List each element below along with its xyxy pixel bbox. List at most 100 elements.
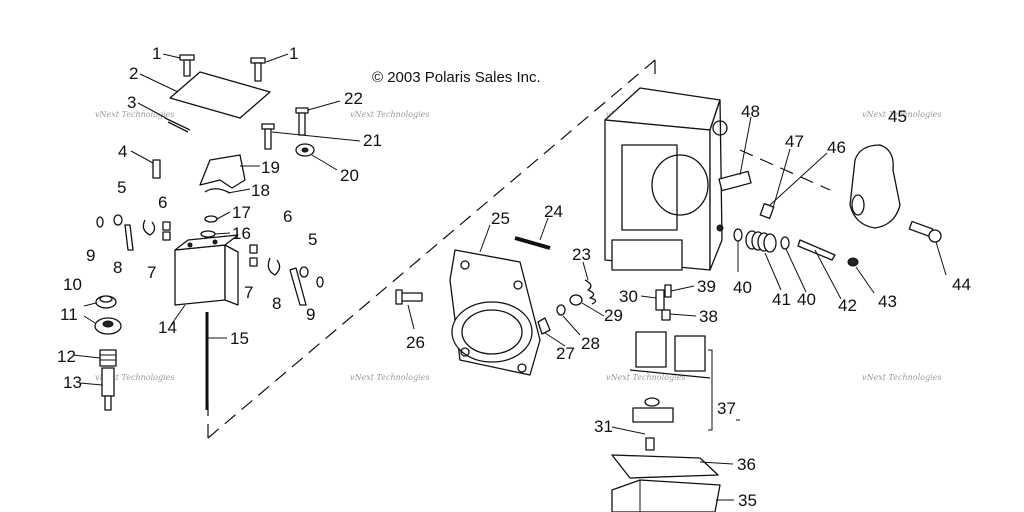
float-assembly-37	[629, 331, 711, 423]
screw-1b	[250, 57, 266, 82]
carb-body	[604, 87, 728, 271]
callout-label: 4	[118, 142, 127, 161]
cap-43	[847, 257, 859, 267]
callout-label: 1	[289, 44, 298, 63]
gasket-36	[611, 454, 719, 479]
callout-label: 3	[127, 93, 136, 112]
callout-label: 7	[244, 283, 253, 302]
callout-label: 45	[888, 107, 907, 126]
screw-1a	[179, 54, 195, 77]
nut-20	[295, 143, 315, 157]
callout-label: 6	[283, 207, 292, 226]
throttle-slide-14	[174, 234, 239, 306]
seal-47	[716, 224, 724, 232]
callout-label: 46	[827, 138, 846, 157]
callout-label: 23	[572, 245, 591, 264]
watermark: vNext Technologies	[606, 373, 685, 382]
watermark: vNext Technologies	[350, 110, 429, 119]
spacer-25	[449, 249, 541, 376]
screw-42	[797, 239, 836, 261]
callout-label: 27	[556, 344, 575, 363]
callout-label: 35	[738, 491, 757, 510]
callout-label: 28	[581, 334, 600, 353]
callout-label: 10	[63, 275, 82, 294]
callout-label: 9	[86, 246, 95, 265]
spring-stack-40-41	[733, 228, 790, 253]
cover-plate	[169, 71, 271, 119]
callout-label: 17	[232, 203, 251, 222]
screw-27	[537, 317, 551, 335]
callout-label: 39	[697, 277, 716, 296]
callout-label: 38	[699, 307, 718, 326]
gasket	[164, 117, 191, 133]
screw-4	[152, 159, 161, 179]
callout-label: 47	[785, 132, 804, 151]
washer-29	[569, 294, 583, 306]
callout-label: 1	[152, 44, 161, 63]
part-46	[759, 203, 775, 219]
callout-label: 48	[741, 102, 760, 121]
leader-lines	[72, 53, 947, 501]
watermark: vNext Technologies	[95, 373, 174, 382]
bracket-19	[199, 154, 246, 189]
choke-housing-45	[849, 144, 901, 229]
watermark: vNext Technologies	[862, 110, 941, 119]
callout-label: 44	[952, 275, 971, 294]
copyright-text: © 2003 Polaris Sales Inc.	[372, 69, 541, 86]
callout-label: 11	[60, 305, 78, 324]
callout-labels: 1 1 2 3 22 21 20 19 18 4 5 6 17 16 9 8 7…	[57, 44, 971, 510]
callout-label: 30	[619, 287, 638, 306]
callout-label: 37	[717, 399, 736, 418]
o-ring-28	[556, 304, 566, 316]
pin-16	[200, 230, 216, 238]
o-ring-10	[95, 295, 117, 309]
callout-label: 21	[363, 131, 382, 150]
gasket-24	[514, 236, 551, 250]
bracket-37	[708, 349, 713, 431]
float-bowl-35	[611, 479, 721, 512]
callout-label: 29	[604, 306, 623, 325]
callout-label: 7	[147, 263, 156, 282]
callout-label: 24	[544, 202, 563, 221]
callout-label: 25	[491, 209, 510, 228]
clip-18	[204, 188, 231, 194]
callout-label: 14	[158, 318, 177, 337]
callout-label: 15	[230, 329, 249, 348]
callout-label: 2	[129, 64, 138, 83]
callout-label: 8	[272, 294, 281, 313]
callout-label: 26	[406, 333, 425, 352]
callout-label: 31	[594, 417, 613, 436]
callout-label: 43	[878, 292, 897, 311]
callout-label: 42	[838, 296, 857, 315]
jet-12	[99, 349, 117, 367]
spring-clip-17	[204, 215, 218, 223]
callout-label: 20	[340, 166, 359, 185]
right-small-parts	[249, 244, 324, 306]
callout-label: 8	[113, 258, 122, 277]
spring-23	[584, 279, 597, 305]
screw-21	[261, 123, 275, 150]
watermark: vNext Technologies	[95, 110, 174, 119]
watermark: vNext Technologies	[862, 373, 941, 382]
screw-44	[908, 220, 942, 243]
nut-11	[94, 317, 122, 335]
needle-jet-13	[101, 367, 115, 411]
callout-label: 5	[117, 178, 126, 197]
watermark: vNext Technologies	[350, 373, 429, 382]
left-small-parts	[96, 214, 171, 251]
screw-26	[395, 289, 423, 305]
callout-label: 36	[737, 455, 756, 474]
valve-31	[645, 437, 655, 451]
callout-label: 40	[733, 278, 752, 297]
fittings-30-38-39	[655, 284, 672, 321]
callout-label: 9	[306, 305, 315, 324]
callout-label: 18	[251, 181, 270, 200]
callout-label: 6	[158, 193, 167, 212]
callout-label: 12	[57, 347, 76, 366]
screw-22	[295, 107, 309, 136]
callout-label: 41	[772, 290, 791, 309]
callout-label: 40	[797, 290, 816, 309]
fitting-48	[718, 170, 752, 192]
